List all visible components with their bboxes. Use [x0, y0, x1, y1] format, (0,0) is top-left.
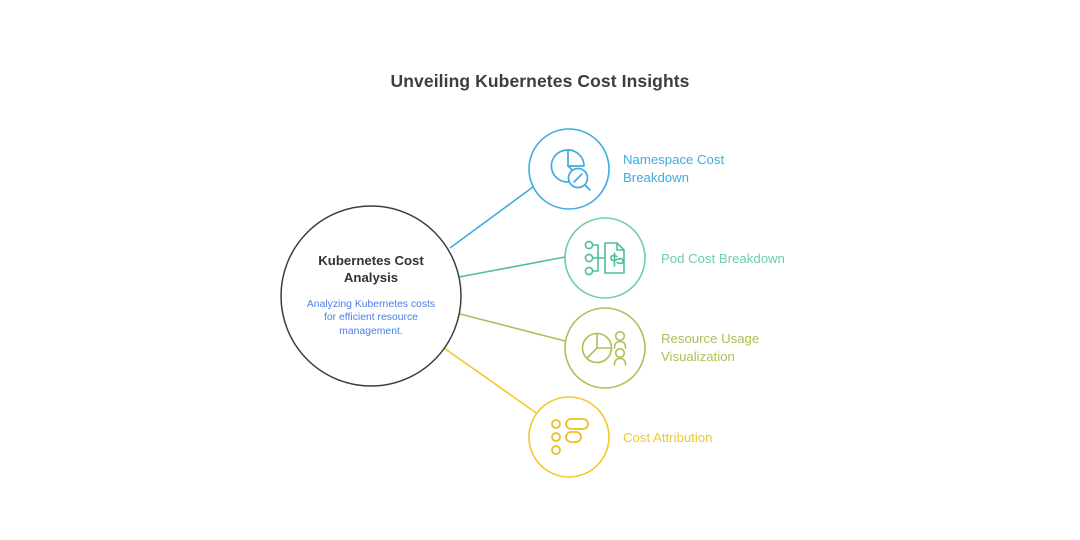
center-circle[interactable] [280, 205, 462, 387]
node-resource-usage-visualization[interactable] [564, 307, 646, 389]
node-label-namespace-cost-breakdown[interactable]: Namespace Cost Breakdown [623, 152, 725, 185]
node-label-cost-attribution[interactable]: Cost Attribution [623, 430, 713, 445]
node-label-pod-cost-breakdown[interactable]: Pod Cost Breakdown [661, 251, 785, 266]
node-circle-namespace-cost-breakdown[interactable] [528, 128, 610, 210]
node-tree-invoice-icon [584, 240, 625, 276]
connector-line-cost-attribution [443, 347, 543, 418]
node-label-resource-usage-visualization[interactable]: Resource Usage Visualization [661, 331, 760, 364]
page-title: Unveiling Kubernetes Cost Insights [390, 71, 690, 91]
node-cost-attribution[interactable] [528, 396, 610, 478]
list-bars-icon [551, 418, 589, 455]
connector-line-resource-usage-visualization [459, 313, 566, 342]
pie-chart-users-icon [581, 330, 627, 366]
node-circle-cost-attribution[interactable] [528, 396, 610, 478]
connector-line-pod-cost-breakdown [458, 256, 566, 278]
node-pod-cost-breakdown[interactable] [564, 217, 646, 299]
pie-chart-magnifier-icon [550, 149, 591, 191]
connector-line-namespace-cost-breakdown [449, 183, 538, 249]
node-namespace-cost-breakdown[interactable] [528, 128, 610, 210]
connector-lines [443, 183, 566, 418]
